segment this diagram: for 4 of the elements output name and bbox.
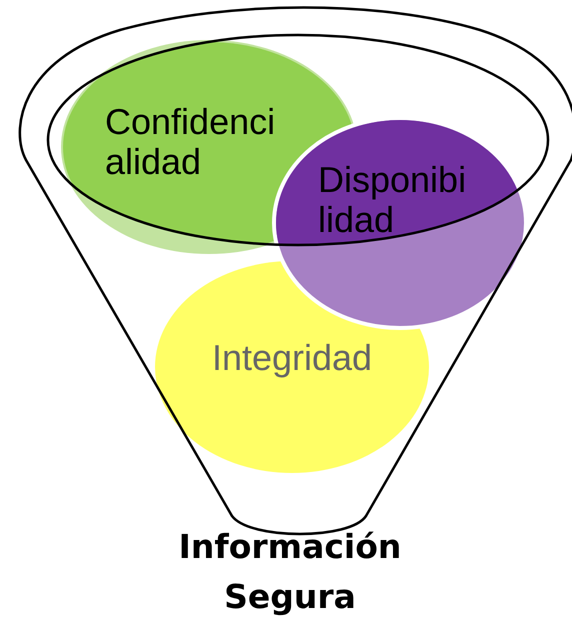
circle-label: Confidencialidad: [105, 102, 276, 182]
funnel-title: Información Segura: [178, 526, 402, 617]
circle-label: Disponibilidad: [318, 160, 468, 240]
circle-label: Integridad: [210, 338, 374, 378]
